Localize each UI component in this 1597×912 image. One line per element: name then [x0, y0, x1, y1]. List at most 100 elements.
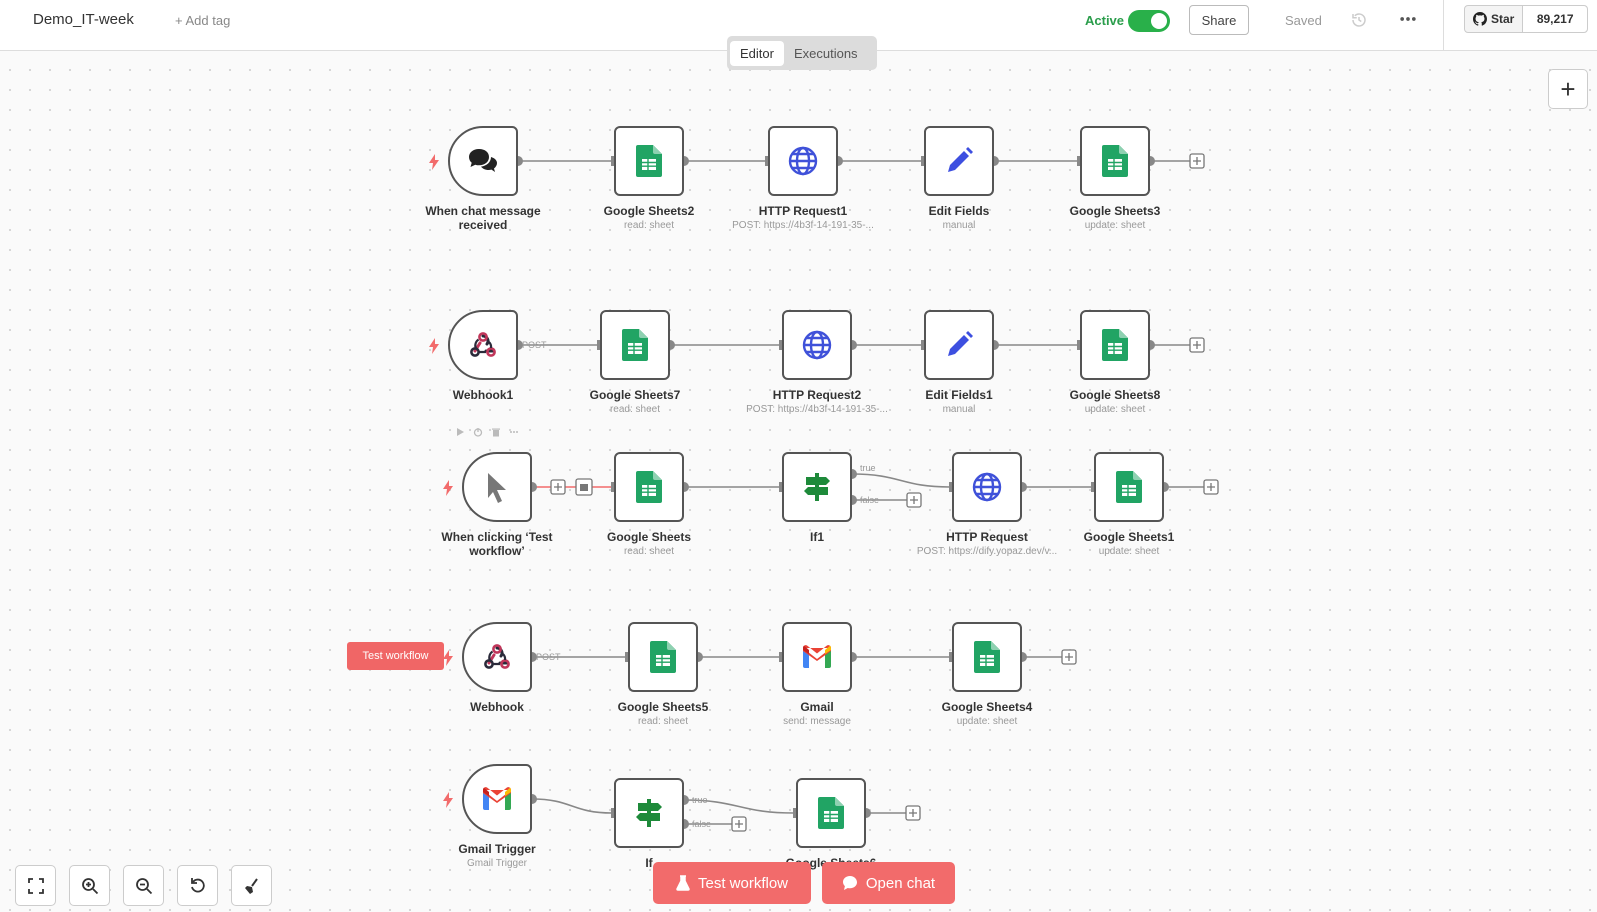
broom-icon [244, 877, 258, 894]
node-subtitle: update: sheet [1084, 404, 1146, 415]
edge-label: true [692, 795, 708, 805]
node-label: HTTP Request [946, 530, 1028, 544]
tidy-up-button[interactable] [231, 865, 272, 906]
node-label: If [645, 856, 653, 870]
workflow-node[interactable] [462, 452, 532, 522]
delete-edge-button[interactable] [575, 478, 593, 496]
connection [531, 798, 613, 814]
share-button[interactable]: Share [1189, 5, 1249, 35]
workflow-node[interactable] [448, 310, 518, 380]
node-subtitle: read: sheet [623, 220, 675, 231]
add-connected-node-button[interactable] [1203, 479, 1219, 495]
add-false-branch-button[interactable] [906, 492, 922, 508]
gmail-icon [801, 644, 833, 670]
zoom-in-button[interactable] [69, 865, 110, 906]
github-star-label: Star [1491, 12, 1515, 26]
edge-label: POST [536, 652, 561, 662]
tab-executions[interactable]: Executions [793, 45, 858, 61]
node-label: Google Sheets1 [1083, 530, 1175, 544]
node-label: Webhook [470, 700, 524, 714]
zoom-out-icon [135, 877, 152, 894]
toggle-knob [1151, 13, 1167, 29]
zoom-in-icon [81, 877, 98, 894]
tab-editor[interactable]: Editor [730, 40, 784, 66]
input-handle [949, 652, 954, 662]
add-connected-node-button[interactable] [1061, 649, 1077, 665]
fullscreen-icon [27, 877, 44, 894]
node-label: Google Sheets2 [603, 204, 695, 218]
node-subtitle: update: sheet [1084, 220, 1146, 231]
more-options-icon[interactable] [1398, 9, 1418, 29]
trash-icon[interactable] [491, 427, 501, 437]
add-false-branch-button[interactable] [731, 816, 747, 832]
node-label: Google Sheets [606, 530, 692, 544]
add-connected-node-button[interactable] [1189, 337, 1205, 353]
google-sheets-icon [1102, 329, 1128, 361]
workflow-node[interactable] [782, 622, 852, 692]
workflow-node[interactable] [782, 310, 852, 380]
test-workflow-tag[interactable]: Test workflow [347, 642, 444, 670]
add-connected-node-button[interactable] [1189, 153, 1205, 169]
add-node-on-edge-button[interactable] [550, 479, 566, 495]
github-star-button[interactable]: Star 89,217 [1464, 5, 1588, 33]
workflow-node[interactable] [796, 778, 866, 848]
more-icon[interactable] [509, 427, 519, 437]
edge-label: POST [522, 340, 547, 350]
globe-icon [787, 145, 819, 177]
workflow-node[interactable] [952, 622, 1022, 692]
workflow-node[interactable] [600, 310, 670, 380]
workflow-node[interactable] [628, 622, 698, 692]
workflow-node[interactable] [614, 452, 684, 522]
workflow-node[interactable] [924, 126, 994, 196]
workflow-node[interactable] [924, 310, 994, 380]
workflow-node[interactable] [462, 622, 532, 692]
node-subtitle: read: sheet [623, 546, 675, 557]
workflow-node[interactable] [1080, 126, 1150, 196]
fit-view-button[interactable] [15, 865, 56, 906]
workflow-node[interactable] [448, 126, 518, 196]
add-connected-node-button[interactable] [905, 805, 921, 821]
power-icon[interactable] [473, 427, 483, 437]
workflow-node[interactable] [782, 452, 852, 522]
edge-label: false [860, 495, 879, 505]
zoom-out-button[interactable] [123, 865, 164, 906]
history-icon[interactable] [1350, 11, 1368, 29]
signpost-icon [634, 797, 664, 829]
open-chat-label: Open chat [865, 874, 936, 892]
cursor-icon [485, 471, 509, 503]
workflow-node[interactable] [1094, 452, 1164, 522]
node-label: Google Sheets8 [1069, 388, 1161, 402]
workflow-node[interactable] [768, 126, 838, 196]
play-icon[interactable] [455, 427, 465, 437]
node-subtitle: Gmail Trigger [466, 858, 527, 869]
workflow-node[interactable] [1080, 310, 1150, 380]
trigger-bolt-icon [442, 480, 454, 496]
test-workflow-button[interactable]: Test workflow [653, 862, 811, 904]
pencil-icon [943, 145, 975, 177]
active-toggle[interactable] [1128, 10, 1170, 32]
open-chat-button[interactable]: Open chat [822, 862, 955, 904]
input-handle [611, 808, 616, 818]
add-node-button[interactable]: + [1548, 69, 1588, 109]
node-label: HTTP Request1 [758, 204, 848, 218]
saved-status: Saved [1285, 13, 1322, 28]
undo-icon [190, 877, 205, 892]
view-tabs: Editor Executions [727, 36, 877, 70]
input-handle [779, 482, 784, 492]
workflow-node[interactable] [614, 126, 684, 196]
input-handle [949, 482, 954, 492]
reset-zoom-button[interactable] [177, 865, 218, 906]
input-handle [779, 652, 784, 662]
webhook-icon [482, 643, 512, 671]
signpost-icon [802, 471, 832, 503]
add-tag-link[interactable]: + Add tag [175, 13, 231, 28]
workflow-node[interactable] [462, 764, 532, 834]
test-workflow-label: Test workflow [697, 874, 789, 892]
edge-label: false [692, 819, 711, 829]
workflow-node[interactable] [952, 452, 1022, 522]
workflow-name[interactable]: Demo_IT-week [33, 11, 134, 28]
google-sheets-icon [1102, 145, 1128, 177]
workflow-node[interactable] [614, 778, 684, 848]
node-hover-toolbar [455, 427, 519, 437]
google-sheets-icon [636, 145, 662, 177]
